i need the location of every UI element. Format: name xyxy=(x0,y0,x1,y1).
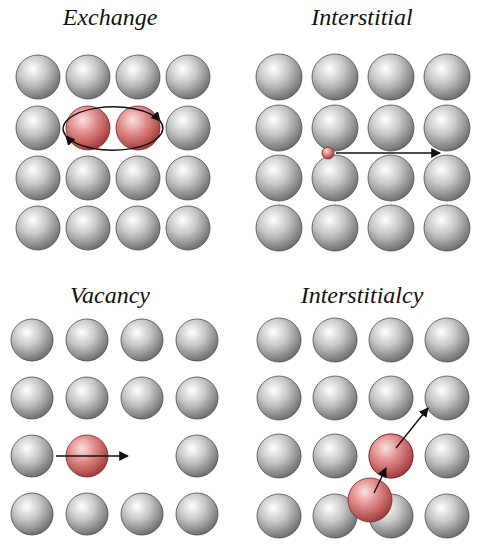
lattice-atom xyxy=(176,493,218,535)
lattice-atom xyxy=(312,54,358,100)
lattice-atom xyxy=(66,493,108,535)
lattice-atom xyxy=(66,156,110,200)
lattice-atom xyxy=(312,155,358,201)
lattice-atom xyxy=(66,206,110,250)
lattice-atom xyxy=(313,376,357,420)
lattice-atom xyxy=(425,318,469,362)
lattice-atom xyxy=(11,319,53,361)
diffusing-atom xyxy=(66,106,110,150)
motion-arrow xyxy=(396,408,428,448)
motion-arrow xyxy=(66,121,163,150)
lattice-atom xyxy=(11,435,53,477)
panel-title: Interstitial xyxy=(311,4,412,31)
diffusing-atom xyxy=(322,147,334,159)
lattice-atom xyxy=(369,318,413,362)
lattice-atom xyxy=(166,156,210,200)
lattice-atom xyxy=(11,493,53,535)
panel-title: Interstitialcy xyxy=(301,282,424,309)
lattice-atom xyxy=(368,105,414,151)
lattice-atom xyxy=(313,434,357,478)
lattice-atom xyxy=(116,206,160,250)
lattice-atom xyxy=(257,434,301,478)
lattice-atom xyxy=(256,205,302,251)
lattice-atom xyxy=(313,318,357,362)
lattice-atom xyxy=(257,318,301,362)
lattice-atom xyxy=(16,106,60,150)
motion-arrow xyxy=(336,152,440,153)
lattice-atom xyxy=(312,105,358,151)
lattice-atom xyxy=(66,377,108,419)
lattice-atom xyxy=(121,319,163,361)
lattice-atom xyxy=(369,376,413,420)
lattice-atom xyxy=(257,494,301,538)
lattice-atom xyxy=(166,206,210,250)
diffusing-atom xyxy=(116,106,160,150)
lattice-atom xyxy=(116,55,160,99)
lattice-atom xyxy=(368,155,414,201)
motion-arrow xyxy=(63,107,160,136)
panel-title: Vacancy xyxy=(70,282,150,309)
lattice-atom xyxy=(66,319,108,361)
lattice-atom xyxy=(176,319,218,361)
lattice-atom xyxy=(424,54,470,100)
lattice-atom xyxy=(176,377,218,419)
lattice-atom xyxy=(256,155,302,201)
lattice-atom xyxy=(368,205,414,251)
lattice-atom xyxy=(425,494,469,538)
lattice-atom xyxy=(121,493,163,535)
diffusing-atom xyxy=(348,478,392,522)
lattice-atom xyxy=(312,205,358,251)
lattice-atom xyxy=(424,205,470,251)
diffusing-atom xyxy=(369,434,413,478)
lattice-atom xyxy=(256,54,302,100)
lattice-atom xyxy=(16,206,60,250)
lattice-atom xyxy=(16,156,60,200)
lattice-atom xyxy=(256,105,302,151)
lattice-atom xyxy=(16,55,60,99)
lattice-atom xyxy=(425,376,469,420)
lattice-atom xyxy=(424,105,470,151)
lattice-atom xyxy=(11,377,53,419)
lattice-atom xyxy=(121,377,163,419)
diffusing-atom xyxy=(369,434,413,478)
motion-arrow xyxy=(56,455,128,456)
lattice-atom xyxy=(368,54,414,100)
lattice-atom xyxy=(66,55,110,99)
lattice-atom xyxy=(176,435,218,477)
lattice-atom xyxy=(166,55,210,99)
lattice-atom xyxy=(424,155,470,201)
panel-title: Exchange xyxy=(63,4,158,31)
lattice-atom xyxy=(166,106,210,150)
lattice-atom xyxy=(257,376,301,420)
motion-arrow xyxy=(374,468,386,493)
lattice-atom xyxy=(116,156,160,200)
lattice-atom xyxy=(425,434,469,478)
